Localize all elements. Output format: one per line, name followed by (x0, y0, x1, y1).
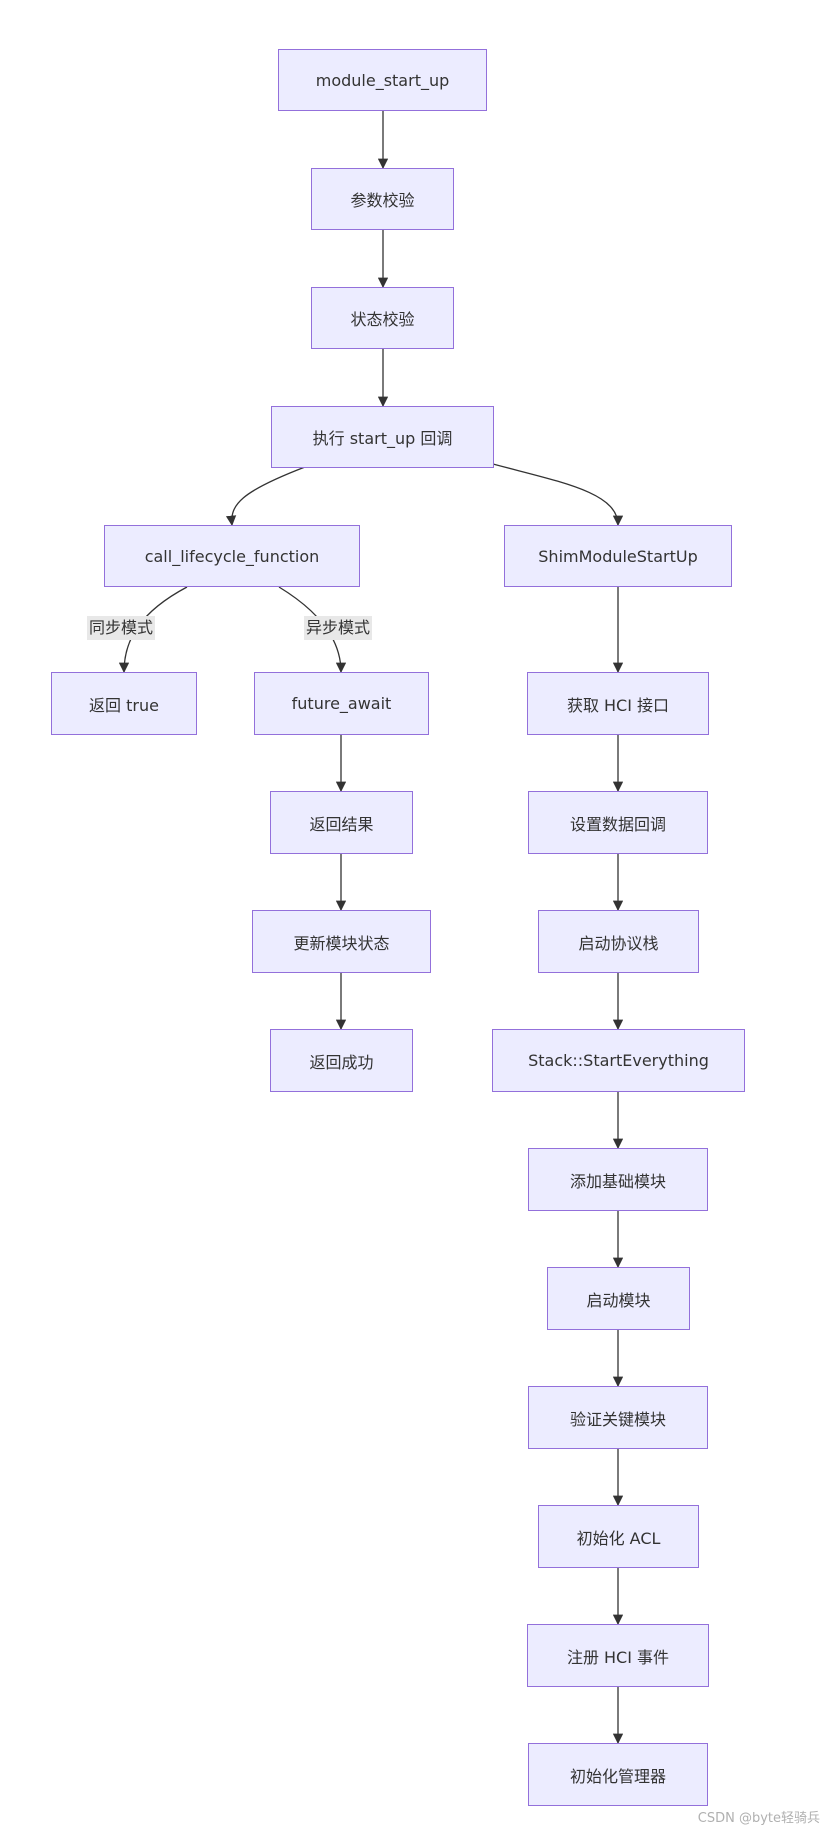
watermark: CSDN @byte轻骑兵 (697, 1811, 820, 1826)
node-start-protocol-stack[interactable]: 启动协议栈 (538, 910, 699, 973)
node-return-result[interactable]: 返回结果 (270, 791, 413, 854)
node-update-module-state[interactable]: 更新模块状态 (252, 910, 431, 973)
node-module-start-up[interactable]: module_start_up (278, 49, 487, 111)
node-get-hci-interface[interactable]: 获取 HCI 接口 (527, 672, 709, 735)
edge-exec-to-shim (492, 463, 624, 527)
edge-label-sync: 同步模式 (87, 616, 156, 640)
node-return-true[interactable]: 返回 true (51, 672, 197, 735)
node-set-data-callback[interactable]: 设置数据回调 (528, 791, 708, 854)
node-param-check[interactable]: 参数校验 (311, 168, 454, 230)
node-return-success[interactable]: 返回成功 (270, 1029, 413, 1092)
node-shim-module-start-up[interactable]: ShimModuleStartUp (504, 525, 732, 587)
node-register-hci-events[interactable]: 注册 HCI 事件 (527, 1624, 709, 1687)
node-call-lifecycle-function[interactable]: call_lifecycle_function (104, 525, 360, 587)
node-exec-start-up-callback[interactable]: 执行 start_up 回调 (271, 406, 494, 468)
node-state-check[interactable]: 状态校验 (311, 287, 454, 349)
node-add-base-modules[interactable]: 添加基础模块 (528, 1148, 708, 1211)
node-start-modules[interactable]: 启动模块 (547, 1267, 690, 1330)
node-future-await[interactable]: future_await (254, 672, 429, 735)
node-init-acl[interactable]: 初始化 ACL (538, 1505, 699, 1568)
node-verify-key-modules[interactable]: 验证关键模块 (528, 1386, 708, 1449)
node-stack-start-everything[interactable]: Stack::StartEverything (492, 1029, 745, 1092)
edge-exec-to-call-lifecycle (225, 466, 306, 527)
edge-label-async: 异步模式 (304, 616, 373, 640)
node-init-managers[interactable]: 初始化管理器 (528, 1743, 708, 1806)
